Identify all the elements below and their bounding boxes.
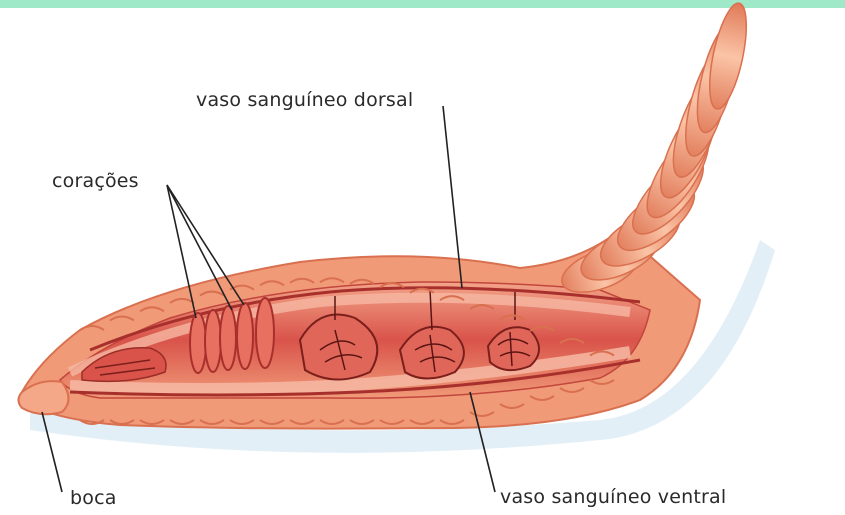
- label-vaso-dorsal: vaso sanguíneo dorsal: [196, 89, 413, 111]
- heart-2: [205, 310, 221, 372]
- label-boca: boca: [70, 487, 117, 509]
- label-vaso-ventral: vaso sanguíneo ventral: [500, 486, 726, 508]
- label-coracoes: corações: [52, 170, 139, 192]
- heart-3: [220, 306, 236, 370]
- heart-4: [237, 303, 253, 369]
- heart-1: [190, 313, 206, 373]
- rear-rings: [556, 0, 754, 301]
- heart-5: [256, 298, 274, 368]
